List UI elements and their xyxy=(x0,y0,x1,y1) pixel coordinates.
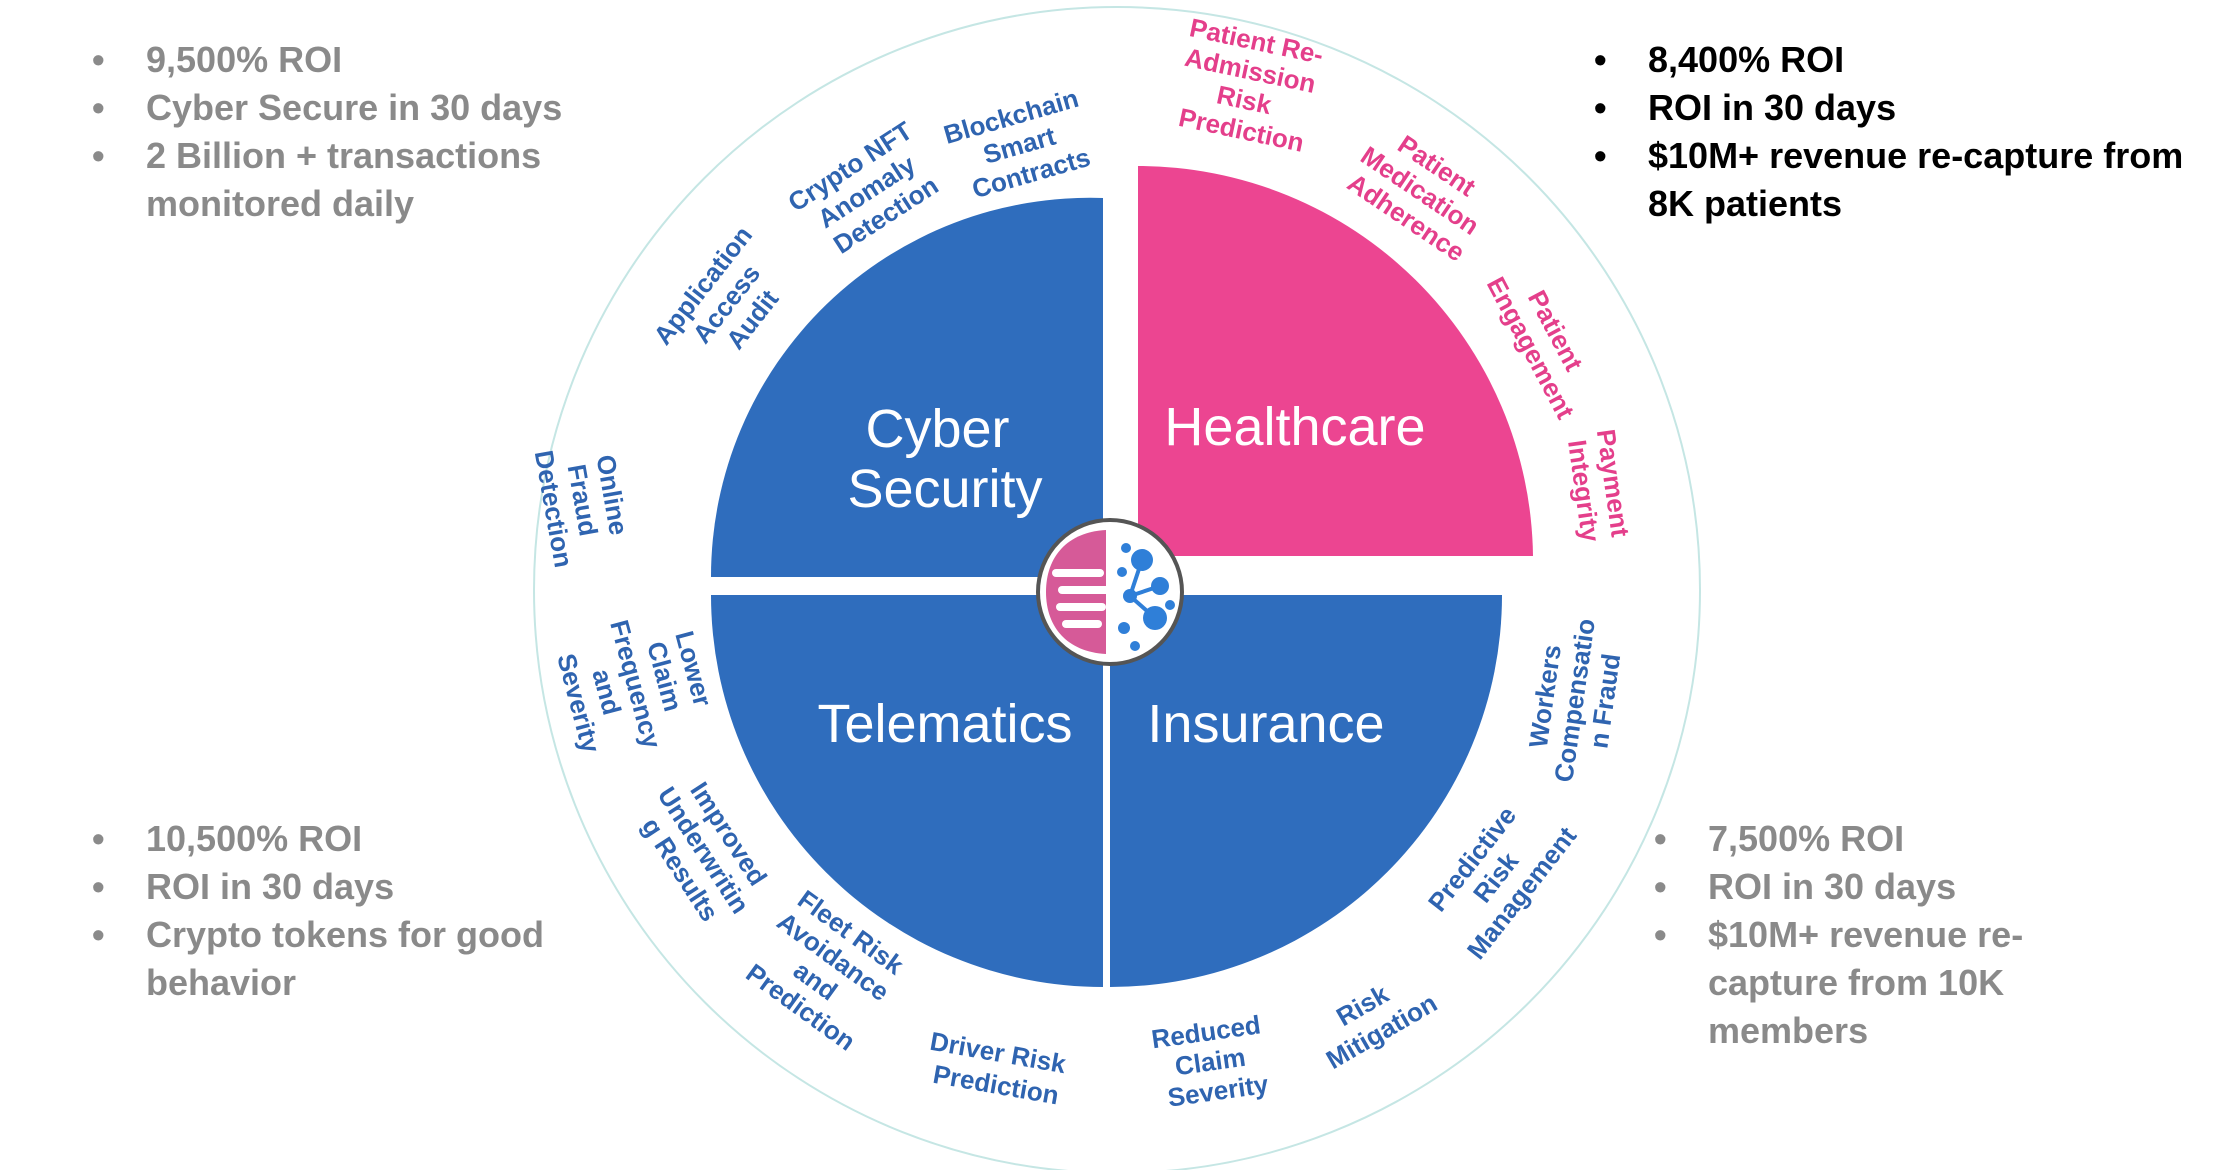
quadrant-telematics[interactable] xyxy=(711,595,1103,987)
stat-item: Crypto tokens for good behavior xyxy=(92,911,632,1007)
use-case-workers-comp: Workers Compensatio n Fraud xyxy=(1519,605,1632,788)
stat-item: 8,400% ROI xyxy=(1594,36,2194,84)
quadrant-label-healthcare: Healthcare xyxy=(1164,397,1425,457)
use-case-payment-integrity: Payment Integrity xyxy=(1561,427,1637,550)
quadrant-label-telematics: Telematics xyxy=(817,694,1072,754)
stat-item: ROI in 30 days xyxy=(1654,863,2094,911)
stat-item: 10,500% ROI xyxy=(92,815,632,863)
stat-item: ROI in 30 days xyxy=(92,863,632,911)
quadrant-healthcare[interactable] xyxy=(1138,166,1533,556)
stat-item: 2 Billion + transactions monitored daily xyxy=(92,132,652,228)
stat-item: 7,500% ROI xyxy=(1654,815,2094,863)
stats-telematics: 10,500% ROI ROI in 30 days Crypto tokens… xyxy=(92,815,632,1007)
stat-item: ROI in 30 days xyxy=(1594,84,2194,132)
use-case-improved-underwriting: Improved Underwritin g Results xyxy=(627,765,785,941)
quadrant-label-cyber: Cyber Security xyxy=(847,399,1042,519)
stat-item: $10M+ revenue re-capture from 10K member… xyxy=(1654,911,2094,1055)
stats-cyber-security: 9,500% ROI Cyber Secure in 30 days 2 Bil… xyxy=(92,36,652,228)
use-case-driver-risk: Driver Risk Prediction xyxy=(922,1026,1075,1112)
use-case-online-fraud: Online Fraud Detection xyxy=(529,437,638,569)
quadrant-label-insurance: Insurance xyxy=(1147,694,1384,754)
quadrant-cyber-security[interactable] xyxy=(710,197,1103,577)
use-case-risk-mitigation: Risk Mitigation xyxy=(1305,960,1442,1075)
stat-item: Cyber Secure in 30 days xyxy=(92,84,652,132)
stat-item: $10M+ revenue re-capture from 8K patient… xyxy=(1594,132,2194,228)
outer-ring xyxy=(533,6,1701,1170)
quadrant-insurance[interactable] xyxy=(1110,595,1502,987)
use-case-blockchain: Blockchain Smart Contracts xyxy=(940,81,1105,208)
use-case-predictive-risk: Predictive Risk Management xyxy=(1414,784,1583,965)
stats-healthcare: 8,400% ROI ROI in 30 days $10M+ revenue … xyxy=(1594,36,2194,228)
stat-item: 9,500% ROI xyxy=(92,36,652,84)
use-case-patient-readmission: Patient Re- Admission Risk Prediction xyxy=(1168,12,1333,159)
use-case-lower-claim: Lower Claim Frequency and Severity xyxy=(546,601,727,774)
brain-network-logo-icon xyxy=(1036,518,1184,666)
stats-insurance: 7,500% ROI ROI in 30 days $10M+ revenue … xyxy=(1654,815,2094,1055)
use-case-reduced-claim: Reduced Claim Severity xyxy=(1150,1008,1278,1113)
use-case-patient-engagement: Patient Engagement xyxy=(1481,258,1607,424)
